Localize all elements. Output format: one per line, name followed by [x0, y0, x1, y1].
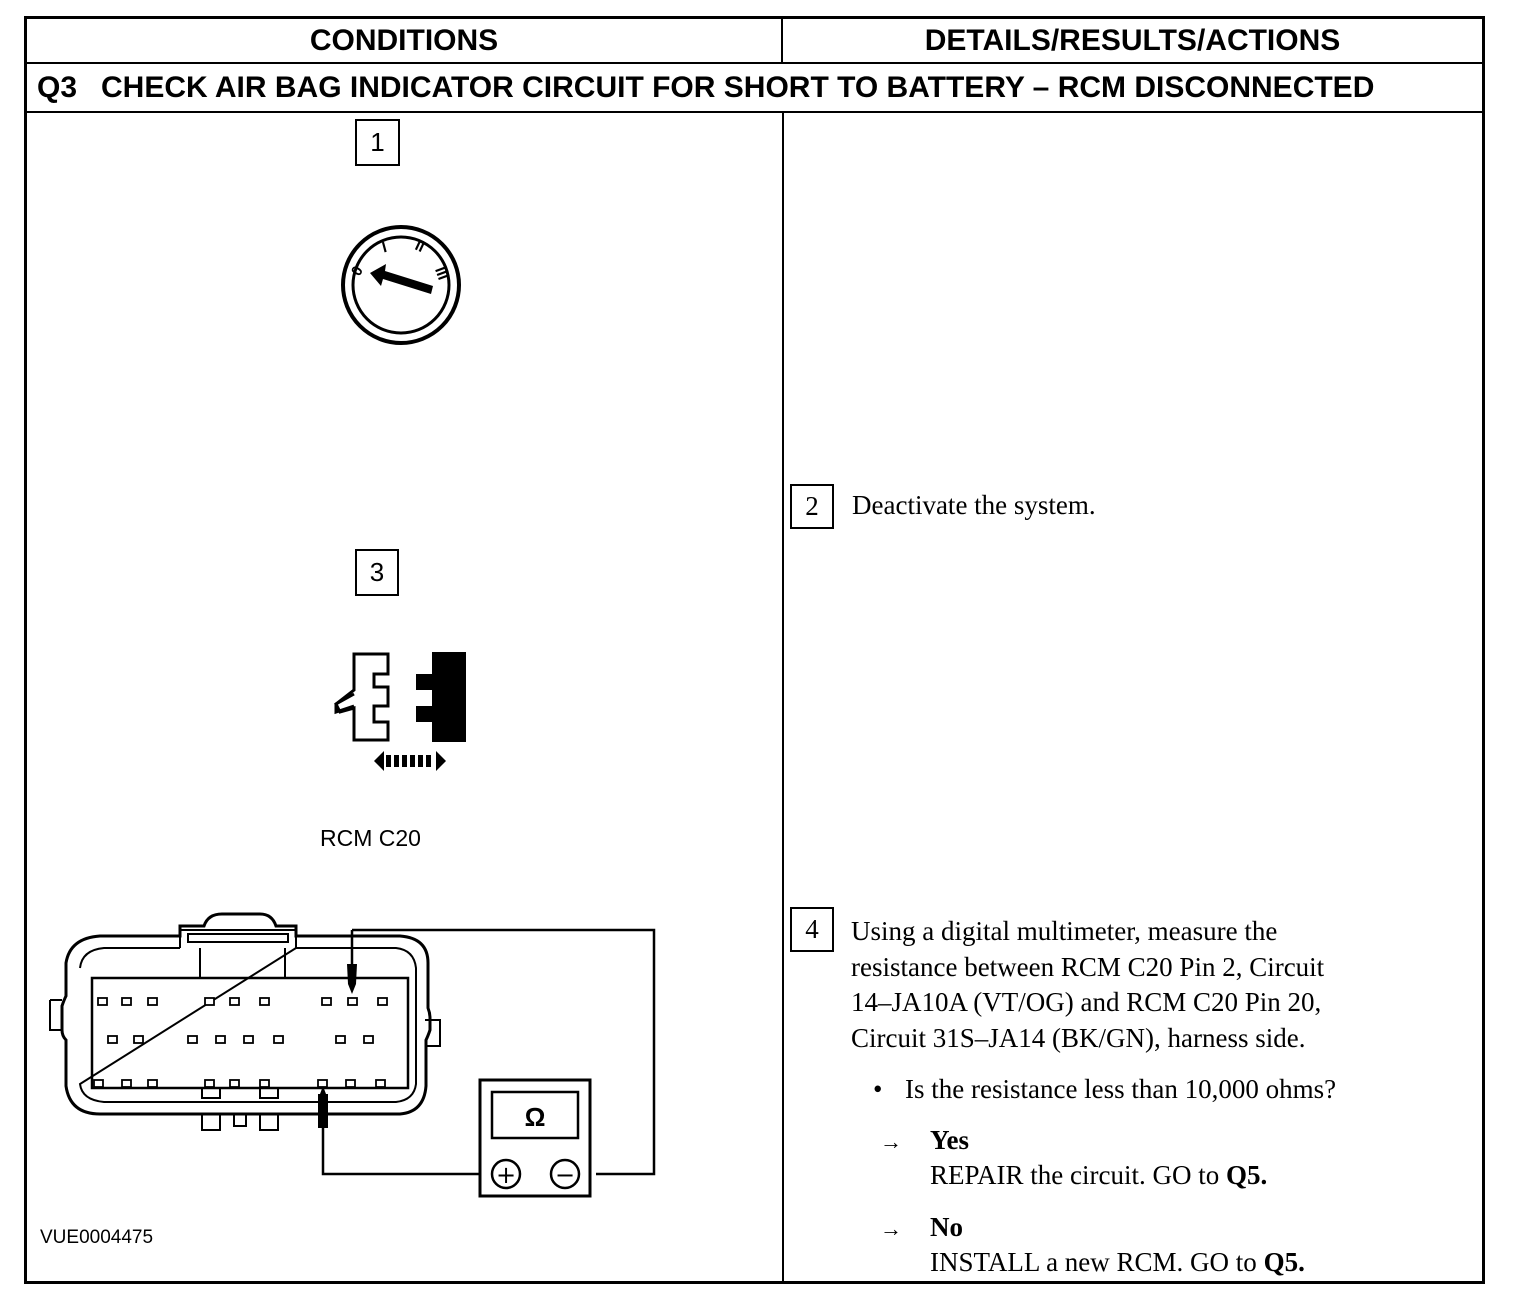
figure-id: VUE0004475	[40, 1227, 154, 1248]
column-divider	[782, 113, 784, 1284]
step-4-box: 4	[790, 907, 834, 952]
diagnostic-table: CONDITIONS DETAILS/RESULTS/ACTIONS Q3 CH…	[24, 16, 1485, 1284]
step-4-line-3: 14–JA10A (VT/OG) and RCM C20 Pin 20,	[851, 987, 1322, 1017]
step-4-question: Is the resistance less than 10,000 ohms?	[905, 1074, 1337, 1104]
no-action-text: INSTALL a new RCM. GO to	[930, 1247, 1257, 1277]
yes-action: REPAIR the circuit. GO to Q5.	[930, 1158, 1267, 1193]
yes-target: Q5.	[1226, 1160, 1268, 1190]
plus-terminal: +	[496, 1161, 516, 1189]
conditions-header: CONDITIONS	[27, 19, 783, 62]
step-4-line-4: Circuit 31S–JA14 (BK/GN), harness side.	[851, 1023, 1306, 1053]
key-position-1: I	[380, 239, 388, 257]
ignition-switch-icon: 0 I II III	[341, 225, 461, 345]
no-action: INSTALL a new RCM. GO to Q5.	[930, 1245, 1305, 1280]
step-2-text: Deactivate the system.	[852, 490, 1096, 520]
connector-label: RCM C20	[320, 825, 421, 851]
step-3-box: 3	[355, 549, 399, 596]
yes-arrow-icon: →	[880, 1129, 902, 1154]
bullet-icon: •	[873, 1074, 883, 1104]
minus-terminal: −	[555, 1161, 575, 1189]
step-2-box: 2	[790, 484, 834, 529]
test-id: Q3	[37, 70, 78, 104]
test-title: CHECK AIR BAG INDICATOR CIRCUIT FOR SHOR…	[101, 70, 1375, 104]
details-header: DETAILS/RESULTS/ACTIONS	[924, 23, 1341, 57]
no-label: No	[930, 1212, 963, 1242]
yes-label: Yes	[930, 1125, 969, 1155]
connector-disconnect-icon	[334, 652, 466, 771]
step-4-line-2: resistance between RCM C20 Pin 2, Circui…	[851, 952, 1325, 982]
connector-multimeter-diagram: Ω + −	[49, 912, 656, 1198]
step-4-line-1: Using a digital multimeter, measure the	[851, 916, 1278, 946]
key-position-3: III	[431, 265, 451, 283]
no-target: Q5.	[1263, 1247, 1305, 1277]
step-1-box: 1	[355, 119, 400, 166]
table-header-row: CONDITIONS DETAILS/RESULTS/ACTIONS	[27, 19, 1482, 64]
yes-action-text: REPAIR the circuit. GO to	[930, 1160, 1220, 1190]
test-title-row: Q3 CHECK AIR BAG INDICATOR CIRCUIT FOR S…	[27, 64, 1482, 113]
no-arrow-icon: →	[880, 1216, 902, 1241]
ohm-symbol: Ω	[525, 1102, 546, 1132]
